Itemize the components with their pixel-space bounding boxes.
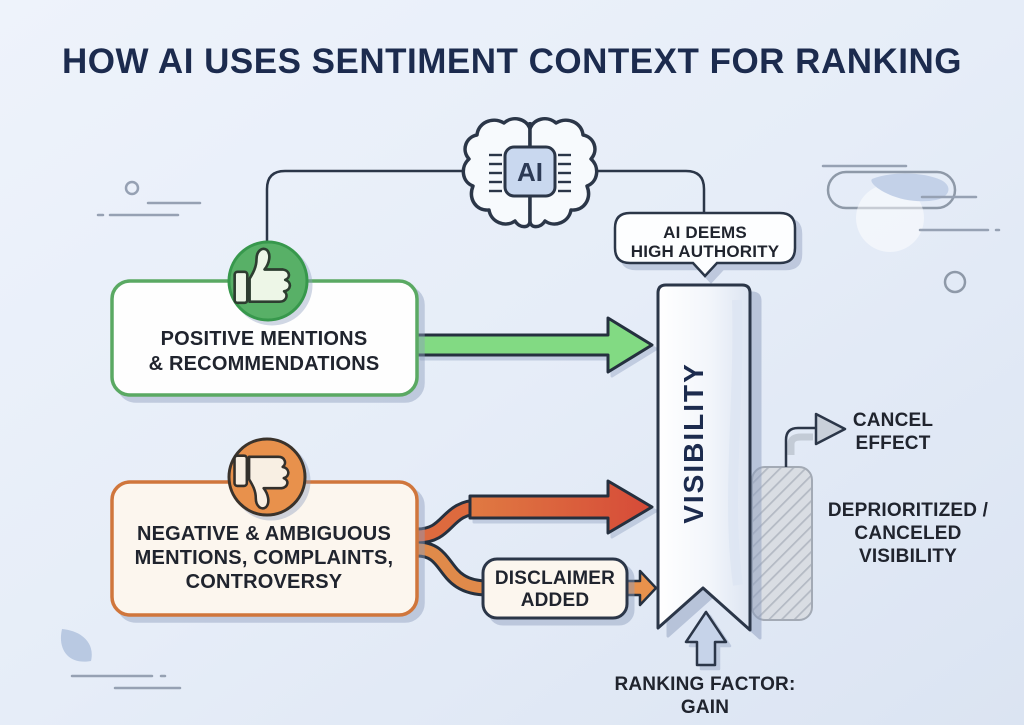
cancel-effect-line1: CANCEL xyxy=(853,410,934,431)
ai-chip xyxy=(503,145,557,198)
authority-callout-line2: HIGH AUTHORITY xyxy=(631,242,780,261)
ranking-factor-line2: GAIN xyxy=(681,697,729,718)
decoration-left-speed-lines xyxy=(96,180,202,217)
connector-brain-to-callout xyxy=(588,169,706,214)
gain-arrow-icon xyxy=(684,610,728,667)
cancel-effect-arrow-icon xyxy=(784,412,847,467)
authority-callout-line1: AI DEEMS xyxy=(663,223,747,242)
page-title: HOW AI USES SENTIMENT CONTEXT FOR RANKIN… xyxy=(62,42,962,81)
deprioritized-hatched-box xyxy=(751,466,813,621)
disclaimer-line2: ADDED xyxy=(521,590,590,611)
deprioritized-line1: DEPRIORITIZED / xyxy=(828,500,989,521)
ranking-factor-line1: RANKING FACTOR: xyxy=(614,674,795,695)
negative-line3: CONTROVERSY xyxy=(186,571,343,593)
decoration-bottom-left xyxy=(60,629,182,690)
deprioritized-line3: VISIBILITY xyxy=(859,546,957,567)
positive-arrow xyxy=(415,316,654,374)
chip-pins xyxy=(489,153,571,193)
ai-chip-label: AI xyxy=(517,157,543,187)
brain-icon: AI xyxy=(461,116,599,229)
connector-brain-to-positive xyxy=(265,169,472,246)
positive-line2: & RECOMMENDATIONS xyxy=(149,353,380,375)
disclaimer-box xyxy=(481,557,629,620)
positive-line1: POSITIVE MENTIONS xyxy=(161,328,368,350)
thumbs-down-icon xyxy=(227,437,307,517)
visibility-label: VISIBILITY xyxy=(678,362,709,524)
authority-callout xyxy=(613,211,797,278)
cancel-effect-line2: EFFECT xyxy=(855,433,930,454)
disclaimer-line1: DISCLAIMER xyxy=(495,568,615,589)
decoration-top-right-swoosh xyxy=(821,164,1001,294)
deprioritized-line2: CANCELED xyxy=(854,523,961,544)
negative-arrow xyxy=(468,479,654,535)
visibility-ribbon xyxy=(656,283,752,632)
negative-line1: NEGATIVE & AMBIGUOUS xyxy=(137,523,391,545)
thumbs-up-icon xyxy=(227,240,309,322)
negative-line2: MENTIONS, COMPLAINTS, xyxy=(135,547,394,569)
